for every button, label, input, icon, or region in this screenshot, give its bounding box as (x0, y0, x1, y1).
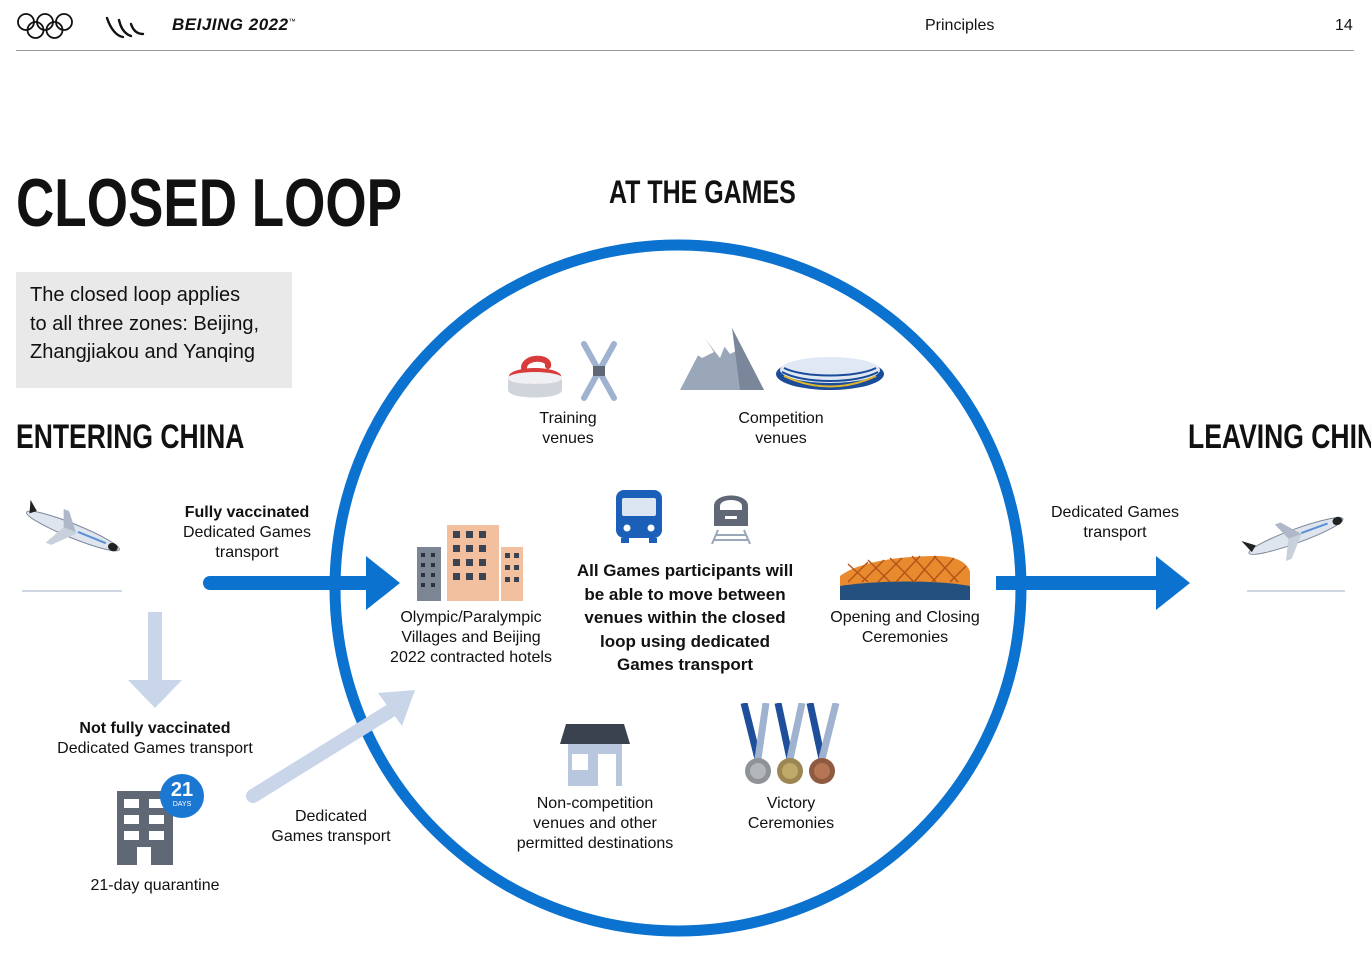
quarantine-badge: 21 DAYS (160, 774, 204, 818)
ceremonies-line: Opening and Closing (830, 609, 980, 626)
ceremonies-label: Opening and Closing Ceremonies (820, 608, 990, 648)
quarantine-transport-line: Dedicated (294, 808, 368, 825)
curling-stone-icon (504, 352, 566, 402)
not-vaccinated-title: Not fully vaccinated (79, 720, 231, 737)
competition-line: Competition (738, 410, 824, 427)
brand-logo: BEIJING 2022™ (172, 15, 297, 34)
bus-icon (613, 488, 665, 544)
info-line: The closed loop applies (30, 284, 241, 306)
crossed-skis-icon (576, 340, 622, 402)
quarantine-days-unit: DAYS (172, 801, 192, 808)
training-line: venues (542, 430, 594, 447)
info-line: to all three zones: Beijing, (30, 312, 260, 335)
at-games-heading: AT THE GAMES (609, 174, 796, 210)
competition-line: venues (755, 430, 807, 447)
non-competition-line: Non-competition (536, 795, 654, 812)
quarantine-down-arrow (128, 612, 182, 708)
section-title: Principles (925, 17, 995, 34)
center-line: All Games participants will (576, 561, 794, 580)
fully-vaccinated-line: transport (215, 544, 279, 561)
not-vaccinated-sub: Dedicated Games transport (57, 740, 253, 757)
quarantine-days: 21 (170, 779, 194, 801)
leaving-transport-line: Dedicated Games (1050, 504, 1180, 521)
center-line: Games transport (616, 655, 754, 674)
birds-nest-stadium-icon (838, 552, 972, 602)
entering-arrow (203, 556, 400, 610)
competition-venues-label: Competition venues (716, 409, 846, 449)
hotel-buildings-icon (417, 523, 525, 601)
training-venues-label: Training venues (508, 409, 628, 449)
non-competition-line: venues and other (533, 815, 657, 832)
training-line: Training (539, 410, 597, 427)
airplane-landing-icon (18, 500, 128, 562)
non-competition-line: permitted destinations (516, 835, 674, 852)
not-vaccinated-label: Not fully vaccinated Dedicated Games tra… (40, 719, 270, 759)
leaving-transport-label: Dedicated Games transport (1030, 503, 1200, 543)
center-line: venues within the closed (584, 608, 786, 627)
page-title: CLOSED LOOP (16, 165, 403, 241)
villages-line: Olympic/Paralympic (400, 609, 542, 626)
header-divider (16, 50, 1354, 51)
victory-label: Victory Ceremonies (726, 794, 856, 834)
medals-icon (740, 703, 842, 787)
quarantine-exit-arrow (246, 690, 415, 803)
center-line: be able to move between (584, 584, 786, 604)
airplane-takeoff-icon (1240, 508, 1352, 564)
info-box: The closed loop applies to all three zon… (16, 272, 292, 388)
villages-line: 2022 contracted hotels (390, 649, 552, 666)
victory-line: Victory (766, 795, 816, 812)
fully-vaccinated-line: Dedicated Games (182, 524, 312, 541)
info-line: Zhangjiakou and Yanqing (30, 341, 255, 363)
quarantine-transport-line: Games transport (271, 828, 391, 845)
leaving-transport-line: transport (1083, 524, 1147, 541)
leaving-heading: LEAVING CHINA (1188, 418, 1371, 456)
ceremonies-line: Ceremonies (861, 629, 949, 646)
fully-vaccinated-title: Fully vaccinated (184, 504, 310, 521)
quarantine-transport-label: Dedicated Games transport (256, 807, 406, 847)
villages-label: Olympic/Paralympic Villages and Beijing … (376, 608, 566, 668)
leaving-arrow (996, 556, 1190, 610)
olympic-rings-icon (16, 12, 74, 40)
center-line: loop using dedicated (599, 631, 770, 651)
center-message: All Games participants will be able to m… (565, 559, 805, 677)
paralympic-agitos-icon (103, 12, 145, 42)
mountain-icon (680, 328, 764, 390)
quarantine-label: 21-day quarantine (90, 877, 220, 894)
shop-icon (558, 722, 632, 788)
entering-heading: ENTERING CHINA (16, 418, 245, 456)
fully-vaccinated-label: Fully vaccinated Dedicated Games transpo… (165, 503, 329, 563)
quarantine-building-icon (115, 775, 207, 867)
page-number: 14 (1335, 17, 1353, 34)
train-icon (708, 486, 754, 544)
non-competition-label: Non-competition venues and other permitt… (500, 794, 690, 854)
villages-line: Villages and Beijing (401, 629, 541, 646)
stadium-icon (774, 350, 886, 392)
victory-line: Ceremonies (747, 815, 835, 832)
